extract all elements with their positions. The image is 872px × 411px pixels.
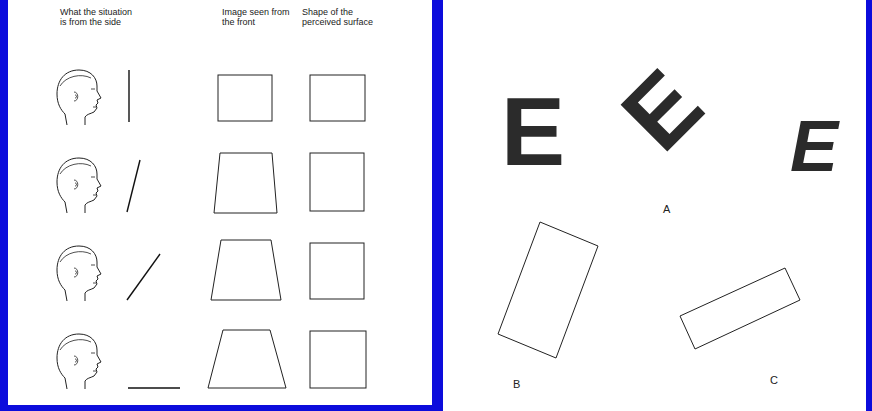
column-heading: Shape of the perceived surface xyxy=(302,7,380,28)
head-profile xyxy=(57,158,101,213)
front-image xyxy=(211,240,281,300)
letter-figure: E xyxy=(790,110,838,182)
perceived-square xyxy=(310,75,365,121)
figure-letter-label: B xyxy=(513,378,520,391)
figure-letter-label: C xyxy=(770,374,778,387)
surface-edge xyxy=(127,254,160,300)
column-heading: Image seen from the front xyxy=(222,7,294,28)
column-heading: What the situation is from the side xyxy=(60,7,138,28)
perceived-square xyxy=(310,243,364,299)
perceived-square xyxy=(310,331,366,388)
front-image xyxy=(208,330,286,388)
tilted-rectangle xyxy=(680,268,800,349)
front-image xyxy=(218,75,272,121)
head-profile xyxy=(57,246,101,301)
left-panel xyxy=(8,0,432,405)
surface-edge xyxy=(128,387,180,388)
right-panel xyxy=(443,0,866,411)
tilted-rectangle xyxy=(498,222,598,358)
head-profile xyxy=(57,334,101,389)
head-profile xyxy=(57,70,101,125)
surface-edge xyxy=(127,160,140,212)
perceived-square xyxy=(310,153,364,211)
front-image xyxy=(214,153,277,213)
figure-letter-label: A xyxy=(663,203,670,216)
letter-figure: E xyxy=(501,84,565,180)
surface-edge xyxy=(128,70,129,122)
